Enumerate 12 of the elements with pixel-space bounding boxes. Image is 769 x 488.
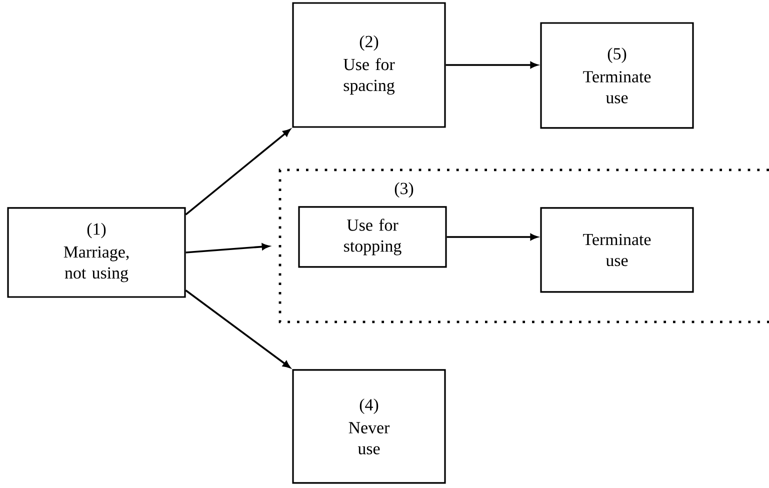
process-box: Use for stopping — [298, 206, 447, 268]
process-box: (2) Use for spacing — [292, 2, 446, 128]
arrow — [185, 290, 290, 368]
arrow — [186, 243, 270, 254]
arrow — [185, 129, 290, 216]
process-box: (1) Marriage, not using — [7, 207, 186, 298]
group-label: (3) — [394, 182, 414, 198]
process-box: (5) Terminate use — [540, 22, 694, 129]
arrow — [446, 234, 538, 240]
process-box: (4) Never use — [292, 369, 446, 484]
arrow — [446, 62, 538, 68]
process-box: Terminate use — [540, 207, 694, 293]
